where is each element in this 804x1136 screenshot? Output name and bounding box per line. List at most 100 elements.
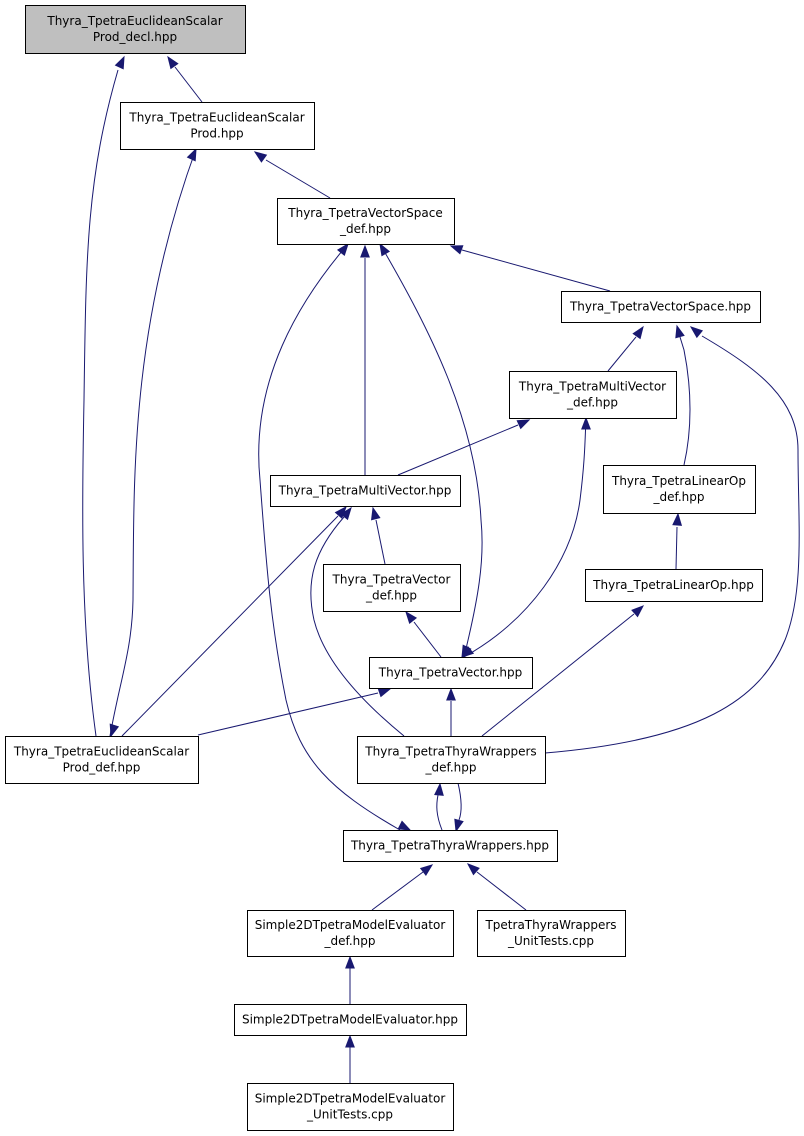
node-label-line: Thyra_TpetraVectorSpace.hpp [569, 300, 751, 314]
node-box [603, 465, 756, 514]
node-lo-def[interactable]: Thyra_TpetraLinearOp_def.hpp [603, 465, 756, 514]
edge-line [174, 66, 203, 103]
edge-arrowhead [253, 151, 268, 163]
edge-line [121, 515, 339, 737]
edge-lo_def-to-vs_hpp [675, 324, 691, 466]
node-mv-def[interactable]: Thyra_TpetraMultiVector_def.hpp [509, 371, 677, 419]
edge-tail-arrowhead-v_hpp-to-mv_def [460, 645, 475, 658]
node-box [277, 198, 455, 245]
edge-mv_def-to-vs_hpp [607, 325, 644, 372]
node-box [120, 102, 315, 150]
edge-arrowhead [631, 605, 645, 618]
node-tw-def[interactable]: Thyra_TpetraThyraWrappers_def.hpp [357, 736, 546, 784]
node-label-line: Thyra_TpetraThyraWrappers.hpp [350, 839, 549, 853]
node-v-def[interactable]: Thyra_TpetraVector_def.hpp [323, 564, 461, 612]
edge-v_hpp-to-mv_def [463, 417, 587, 658]
node-label-line: Simple2DTpetraModelEvaluator.hpp [242, 1013, 458, 1027]
edge-v_def-to-mv_hpp [371, 506, 386, 565]
edge-arrowhead-v_hpp-to-vs_def [379, 242, 391, 257]
edge-arrowhead [405, 610, 418, 625]
edge-line [258, 243, 401, 831]
edge-line [265, 159, 331, 199]
edge-arrowhead [434, 782, 444, 796]
edge-line [379, 243, 483, 658]
edge-arrowhead-euclid_def-to-euclid_hpp [186, 147, 197, 162]
node-s2d-def[interactable]: Simple2DTpetraModelEvaluator _def.hpp [247, 910, 454, 957]
node-box [247, 1083, 454, 1131]
edge-arrowhead [419, 864, 434, 876]
node-label-line: _UnitTests.cpp [507, 934, 594, 948]
node-box [509, 371, 677, 419]
edge-arrowhead [371, 506, 381, 521]
node-tw-tests[interactable]: TpetraThyraWrappers _UnitTests.cpp [477, 910, 626, 957]
edge-line [371, 871, 424, 911]
edge-s2d_def-to-tw_hpp [371, 864, 434, 911]
edge-line [544, 335, 800, 754]
edge-line [476, 871, 527, 911]
edge-line [607, 336, 637, 372]
node-label-line: Thyra_TpetraMultiVector [518, 380, 666, 394]
edge-arrowhead [689, 326, 704, 339]
node-s2d-tests[interactable]: Simple2DTpetraModelEvaluator_UnitTests.c… [247, 1083, 454, 1131]
node-label-line: _def.hpp [652, 490, 704, 504]
node-vs-def[interactable]: Thyra_TpetraVectorSpace_def.hpp [277, 198, 455, 245]
edge-tail-arrowhead-tw_hpp-to-vs_def [397, 820, 412, 831]
node-label-line: Simple2DTpetraModelEvaluator [255, 918, 446, 932]
node-label-line: Prod_decl.hpp [93, 30, 177, 44]
edge-v_hpp-to-vs_def [379, 243, 483, 658]
edge-tail-arrowhead-euclid_def-to-euclid_hpp [109, 723, 120, 738]
edge-s2d_hpp-to-s2d_def [345, 955, 355, 1004]
node-label-line: _def.hpp [323, 934, 375, 948]
node-label-line: Thyra_TpetraEuclideanScalar [13, 745, 189, 759]
edge-arrowhead-v_hpp-to-mv_def [581, 416, 591, 430]
edge-arrowhead [446, 687, 456, 701]
edge-arrowhead-tw_hpp-to-vs_def [336, 242, 349, 257]
edge-arrowhead [345, 1034, 355, 1048]
node-box [477, 910, 626, 957]
edge-tw_def-to-vs_hpp [544, 326, 800, 754]
node-box [585, 569, 763, 602]
node-box [270, 475, 461, 507]
node-v-hpp[interactable]: Thyra_TpetraVector.hpp [369, 657, 533, 689]
edge-arrowhead [340, 506, 352, 521]
edge-tw_def-to-tw_hpp [454, 782, 464, 833]
node-box [234, 1004, 467, 1036]
node-label-line: _def.hpp [339, 222, 391, 236]
node-label-line: Thyra_TpetraVector.hpp [378, 666, 522, 680]
edges-layer [82, 55, 800, 1083]
edge-arrowhead [377, 687, 392, 698]
edge-arrowhead [114, 55, 125, 70]
edge-arrowhead [345, 955, 355, 969]
edge-euclid_def-to-mv_hpp [121, 505, 347, 737]
edge-line [481, 613, 635, 737]
edge-line [82, 69, 119, 737]
edge-arrowhead [516, 419, 531, 430]
node-tw-hpp[interactable]: Thyra_TpetraThyraWrappers.hpp [343, 830, 558, 862]
edge-line [109, 148, 197, 737]
edge-tw_def-to-mv_hpp [310, 506, 405, 737]
edge-line [679, 336, 691, 466]
edge-vs_hpp-to-vs_def [449, 245, 611, 292]
node-label-line: Thyra_TpetraVector [332, 573, 451, 587]
node-box [343, 830, 558, 862]
edge-line [463, 417, 587, 658]
edge-line [675, 526, 678, 570]
edge-mv_hpp-to-mv_def [397, 419, 531, 476]
edge-v_hpp-to-v_def [405, 610, 442, 658]
node-label-line: TpetraThyraWrappers [484, 918, 616, 932]
node-label-line: _def.hpp [424, 761, 476, 775]
node-mv-hpp[interactable]: Thyra_TpetraMultiVector.hpp [270, 475, 461, 507]
edge-lo_hpp-to-lo_def [672, 512, 683, 570]
node-lo-hpp[interactable]: Thyra_TpetraLinearOp.hpp [585, 569, 763, 602]
node-s2d-hpp[interactable]: Simple2DTpetraModelEvaluator.hpp [234, 1004, 467, 1036]
edge-arrowhead [675, 324, 685, 339]
edge-mv_hpp-to-vs_def [360, 244, 370, 475]
node-vs-hpp[interactable]: Thyra_TpetraVectorSpace.hpp [561, 291, 761, 323]
edge-arrowhead [672, 512, 683, 526]
edge-line [461, 249, 611, 292]
node-box [561, 291, 761, 323]
edge-euclid_def-to-v_hpp [197, 687, 392, 736]
